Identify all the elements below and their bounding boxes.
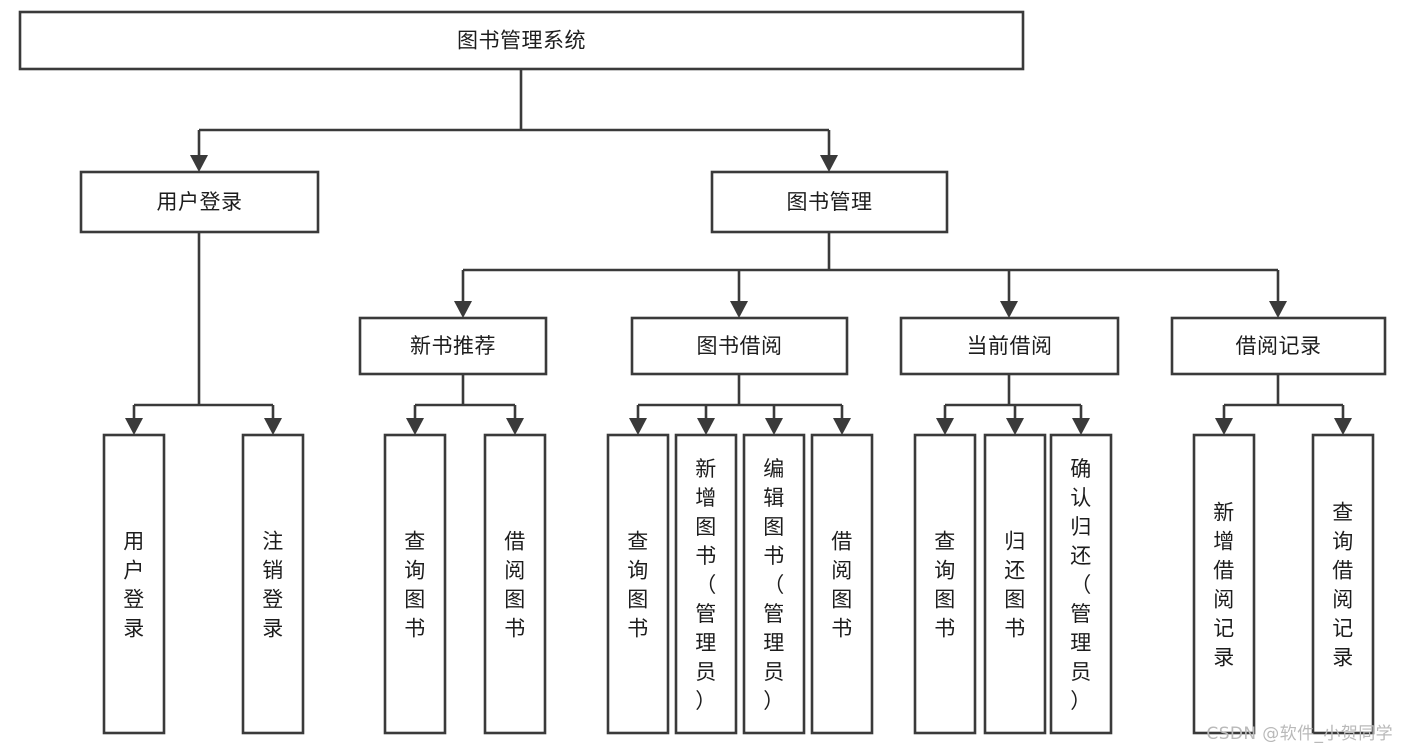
node-border — [383, 433, 447, 735]
node-e59bbee4b9a6e7aea1e79086-l2[interactable]: 图书管理 — [710, 170, 949, 234]
node-label: 借阅图书 — [831, 530, 853, 641]
node-border — [483, 433, 547, 735]
node-border — [18, 10, 1025, 71]
arrow-head-icon — [125, 418, 143, 435]
arrow-head-icon — [1215, 418, 1233, 435]
node-label: 新书推荐 — [410, 334, 496, 358]
node-border — [630, 316, 849, 376]
node-e7bc96e8be91e59bbee4b9a6efbc-leaf[interactable]: 编辑图书（管理员） — [742, 433, 806, 735]
node-label: 图书借阅 — [697, 334, 783, 358]
node-e69fa5e8afa2e5809fe99885e8ae-leaf[interactable]: 查询借阅记录 — [1311, 433, 1375, 735]
node-label: 查询图书 — [627, 530, 649, 641]
node-e794a8e688b7e799bbe5bd95-leaf[interactable]: 用户登录 — [102, 433, 166, 735]
node-e69fa5e8afa2e59bbee4b9a6-leaf[interactable]: 查询图书 — [913, 433, 977, 735]
arrow-head-icon — [765, 418, 783, 435]
arrow-head-icon — [697, 418, 715, 435]
arrow-head-icon — [506, 418, 524, 435]
arrow-head-icon — [454, 301, 472, 318]
csdn-watermark: CSDN @软件_小贺同学 — [1206, 724, 1393, 744]
node-e696b0e5a29ee5809fe99885e8ae-leaf[interactable]: 新增借阅记录 — [1192, 433, 1256, 735]
node-border — [1049, 433, 1113, 735]
arrow-head-icon — [1334, 418, 1352, 435]
node-e794a8e688b7e799bbe5bd95-l2[interactable]: 用户登录 — [79, 170, 320, 234]
node-label: 用户登录 — [123, 530, 145, 641]
node-border — [983, 433, 1047, 735]
arrow-head-icon — [1072, 418, 1090, 435]
node-label: 图书管理 — [787, 190, 873, 214]
node-e5809fe99885e8aeb0e5bd95-l3[interactable]: 借阅记录 — [1170, 316, 1387, 376]
connectors-layer — [125, 69, 1352, 435]
arrow-head-icon — [406, 418, 424, 435]
arrow-head-icon — [936, 418, 954, 435]
node-label: 查询借阅记录 — [1332, 501, 1354, 670]
node-e696b0e5a29ee59bbee4b9a6efbc-leaf[interactable]: 新增图书（管理员） — [674, 433, 738, 735]
node-border — [674, 433, 738, 735]
arrow-head-icon — [833, 418, 851, 435]
node-e696b0e4b9a6e68ea8e88d90-l3[interactable]: 新书推荐 — [358, 316, 548, 376]
node-label: 新增图书（管理员） — [695, 457, 717, 713]
node-label: 新增借阅记录 — [1213, 501, 1235, 670]
node-label: 编辑图书（管理员） — [763, 457, 785, 713]
nodes-layer: 图书管理系统用户登录图书管理新书推荐图书借阅当前借阅借阅记录用户登录注销登录查询… — [18, 10, 1387, 735]
arrow-head-icon — [820, 155, 838, 172]
arrow-head-icon — [1269, 301, 1287, 318]
node-border — [742, 433, 806, 735]
arrow-head-icon — [629, 418, 647, 435]
arrow-head-icon — [264, 418, 282, 435]
arrow-head-icon — [1000, 301, 1018, 318]
node-e69fa5e8afa2e59bbee4b9a6-leaf[interactable]: 查询图书 — [606, 433, 670, 735]
node-e6b3a8e99480e799bbe5bd95-leaf[interactable]: 注销登录 — [241, 433, 305, 735]
node-e59bbee4b9a6e5809fe99885-l3[interactable]: 图书借阅 — [630, 316, 849, 376]
node-label: 当前借阅 — [967, 334, 1053, 358]
node-border — [899, 316, 1120, 376]
node-e7a1aee8aea4e5bd92e8bf98efbc-leaf[interactable]: 确认归还（管理员） — [1049, 433, 1113, 735]
arrow-head-icon — [1006, 418, 1024, 435]
node-border — [241, 433, 305, 735]
node-label: 查询图书 — [934, 530, 956, 641]
arrow-head-icon — [190, 155, 208, 172]
node-border — [810, 433, 874, 735]
node-e69fa5e8afa2e59bbee4b9a6-leaf[interactable]: 查询图书 — [383, 433, 447, 735]
node-border — [1192, 433, 1256, 735]
node-border — [1311, 433, 1375, 735]
node-label: 用户登录 — [157, 190, 243, 214]
node-border — [358, 316, 548, 376]
node-label: 查询图书 — [404, 530, 426, 641]
node-label: 注销登录 — [262, 530, 284, 641]
arrow-head-icon — [730, 301, 748, 318]
node-e59bbee4b9a6e7aea1e79086e7b3-root[interactable]: 图书管理系统 — [18, 10, 1025, 71]
node-label: 图书管理系统 — [457, 29, 586, 53]
node-label: 归还图书 — [1004, 530, 1026, 641]
node-label: 借阅图书 — [504, 530, 526, 641]
node-label: 确认归还（管理员） — [1070, 457, 1092, 713]
node-border — [1170, 316, 1387, 376]
node-e5bd93e5898de5809fe99885-l3[interactable]: 当前借阅 — [899, 316, 1120, 376]
node-e5bd92e8bf98e59bbee4b9a6-leaf[interactable]: 归还图书 — [983, 433, 1047, 735]
node-border — [710, 170, 949, 234]
node-e5809fe99885e59bbee4b9a6-leaf[interactable]: 借阅图书 — [810, 433, 874, 735]
node-label: 借阅记录 — [1236, 334, 1322, 358]
node-border — [913, 433, 977, 735]
node-border — [79, 170, 320, 234]
node-border — [606, 433, 670, 735]
node-e5809fe99885e59bbee4b9a6-leaf[interactable]: 借阅图书 — [483, 433, 547, 735]
node-border — [102, 433, 166, 735]
